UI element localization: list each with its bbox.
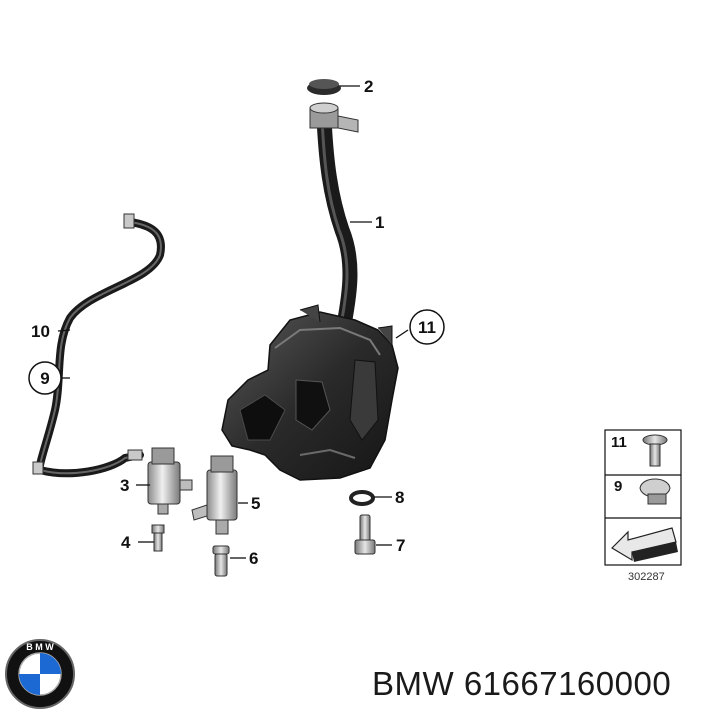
part-number-caption: BMW 61667160000 (372, 665, 672, 702)
bmw-logo: B M W (5, 639, 75, 709)
legend-item-9-number: 9 (614, 478, 622, 495)
hose-clip-icon (639, 478, 671, 505)
callout-8: 8 (395, 488, 404, 507)
callout-5: 5 (251, 494, 260, 513)
washer-pump-3 (147, 447, 193, 515)
filler-cap (307, 79, 359, 133)
callout-10: 10 (31, 322, 50, 341)
callout-1: 1 (375, 213, 384, 232)
legend-box: 11 9 (604, 429, 682, 566)
legend-item-11-number: 11 (611, 434, 627, 451)
callout-7: 7 (396, 536, 405, 555)
washer-pump-5 (191, 455, 238, 535)
callout-9: 9 (40, 369, 49, 388)
screw-icon (642, 434, 668, 467)
callout-3: 3 (120, 476, 129, 495)
leader-lines (57, 85, 409, 559)
callout-9-circle (28, 361, 62, 395)
arrow-icon (611, 527, 678, 562)
washer-reservoir (221, 304, 399, 481)
grommet-6 (212, 545, 230, 577)
callout-4: 4 (121, 533, 131, 552)
callout-2: 2 (364, 77, 373, 96)
logo-lettering: B M W (26, 642, 54, 652)
washer-hose (32, 213, 165, 478)
callout-11-circle (409, 309, 445, 345)
diagram-number: 302287 (628, 571, 665, 583)
callout-11: 11 (418, 318, 436, 337)
filler-neck (316, 110, 358, 343)
callout-6: 6 (249, 549, 258, 568)
bolt-4 (151, 524, 165, 552)
seal-ring-8 (349, 490, 375, 506)
level-sensor-7 (354, 514, 376, 555)
